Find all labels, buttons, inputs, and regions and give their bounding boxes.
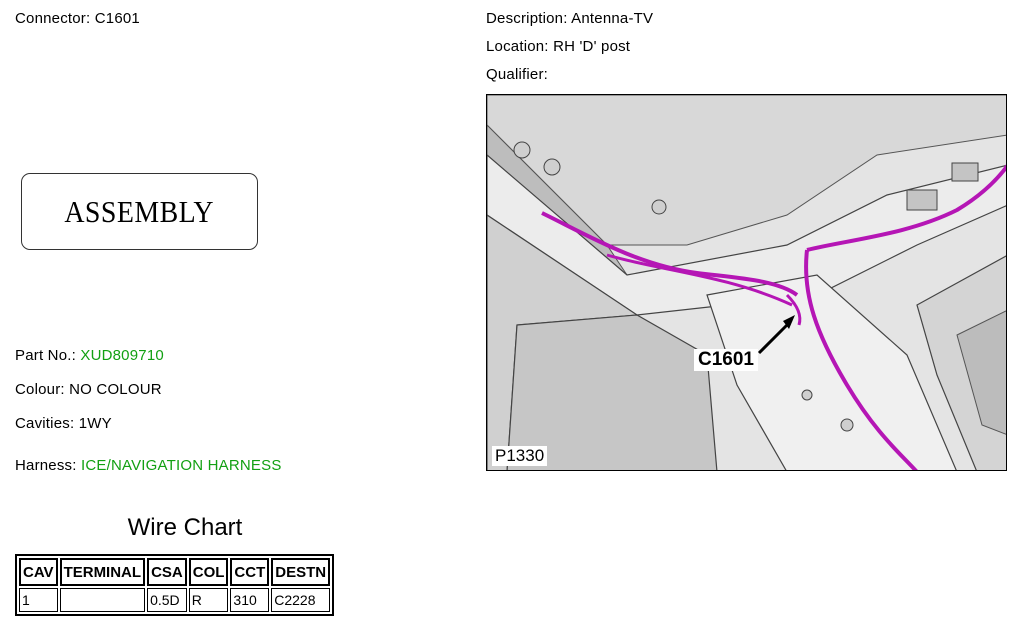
description-value: Antenna-TV: [571, 10, 654, 27]
part-no-label: Part No.:: [15, 347, 76, 364]
header-cav: CAV: [19, 558, 58, 586]
cavities-label: Cavities:: [15, 415, 75, 432]
assembly-text: ASSEMBLY: [64, 193, 215, 229]
part-no-line: Part No.: XUD809710: [15, 347, 164, 364]
colour-line: Colour: NO COLOUR: [15, 381, 162, 398]
qualifier-line: Qualifier:: [486, 66, 548, 83]
wire-chart-title: Wire Chart: [127, 514, 243, 541]
header-terminal: TERMINAL: [59, 558, 146, 586]
description-line: Description: Antenna-TV: [486, 10, 653, 27]
colour-value: NO COLOUR: [69, 381, 162, 398]
harness-line: Harness: ICE/NAVIGATION HARNESS: [15, 457, 282, 474]
cell-cct: 310: [230, 588, 270, 612]
part-no-link[interactable]: XUD809710: [80, 347, 164, 364]
header-col: COL: [188, 558, 229, 586]
cavities-value: 1WY: [78, 415, 112, 432]
header-destn: DESTN: [271, 558, 331, 586]
qualifier-label: Qualifier:: [486, 66, 549, 83]
connector-label: Connector:: [15, 10, 91, 27]
cavities-line: Cavities: 1WY: [15, 415, 112, 432]
vehicle-structure-illustration: [487, 95, 1006, 470]
description-label: Description:: [486, 10, 568, 27]
header-csa: CSA: [147, 558, 187, 586]
header-cct: CCT: [230, 558, 270, 586]
cell-terminal: [59, 588, 146, 612]
location-diagram: C1601 P1330: [486, 94, 1007, 471]
location-line: Location: RH 'D' post: [486, 38, 630, 55]
table-row: 1 0.5D R 310 C2228: [19, 588, 331, 612]
cell-csa: 0.5D: [147, 588, 187, 612]
colour-label: Colour:: [15, 381, 65, 398]
wire-chart-table: CAV TERMINAL CSA COL CCT DESTN 1 0.5D R …: [15, 554, 335, 616]
location-label: Location:: [486, 38, 549, 55]
figure-label: P1330: [492, 446, 548, 466]
location-value: RH 'D' post: [553, 38, 631, 55]
connector-line: Connector: C1601: [15, 10, 140, 27]
harness-label: Harness:: [15, 457, 77, 474]
cell-col: R: [188, 588, 229, 612]
cell-cav: 1: [19, 588, 58, 612]
connector-value: C1601: [94, 10, 140, 27]
cell-destn: C2228: [271, 588, 331, 612]
wire-chart-header-row: CAV TERMINAL CSA COL CCT DESTN: [19, 558, 331, 586]
harness-link[interactable]: ICE/NAVIGATION HARNESS: [81, 457, 282, 474]
connector-callout-label: C1601: [694, 349, 758, 371]
assembly-image: ASSEMBLY: [21, 173, 258, 250]
